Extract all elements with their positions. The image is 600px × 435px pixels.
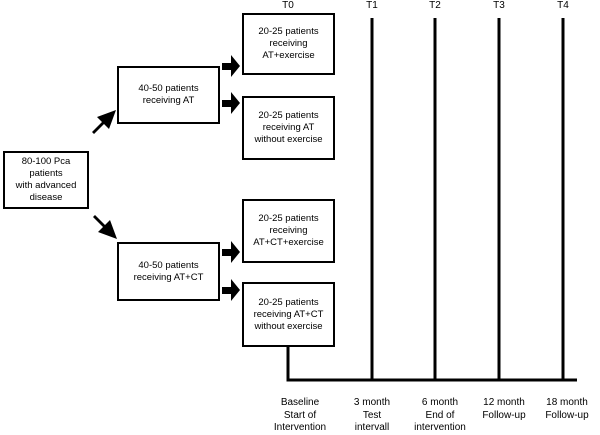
box-at-no-exercise: 20-25 patients receiving AT without exer…: [242, 96, 335, 160]
arrow-to-atct-ex: [222, 241, 240, 263]
arrow-to-at-ex: [222, 55, 240, 77]
timepoint-t4: T4: [557, 0, 569, 11]
box-atct-exercise: 20-25 patients receiving AT+CT+exercise: [242, 199, 335, 263]
timepoint-t0: T0: [282, 0, 294, 11]
timeline-label-t2: 6 month End of intervention: [414, 397, 466, 433]
timeline-label-t1: 3 month Test intervall: [353, 397, 391, 433]
timeline-label-t0: Baseline Start of Intervention: [273, 397, 327, 433]
arrow-to-atct: [93, 215, 117, 239]
timepoint-t1: T1: [366, 0, 378, 11]
timeline-label-t4: 18 month Follow-up: [545, 397, 589, 421]
box-at-group: 40-50 patients receiving AT: [117, 66, 220, 124]
box-total-patients: 80-100 Pca patients with advanced diseas…: [3, 151, 89, 209]
box-atct-no-exercise: 20-25 patients receiving AT+CT without e…: [242, 282, 335, 347]
arrow-to-atct-noex: [222, 279, 240, 301]
box-atct-group: 40-50 patients receiving AT+CT: [117, 242, 220, 301]
timepoint-t3: T3: [493, 0, 505, 11]
timepoint-t2: T2: [429, 0, 441, 11]
box-at-exercise: 20-25 patients receiving AT+exercise: [242, 13, 335, 75]
arrow-to-at-noex: [222, 92, 240, 114]
arrow-to-at: [92, 110, 116, 134]
timeline-label-t3: 12 month Follow-up: [482, 397, 526, 421]
